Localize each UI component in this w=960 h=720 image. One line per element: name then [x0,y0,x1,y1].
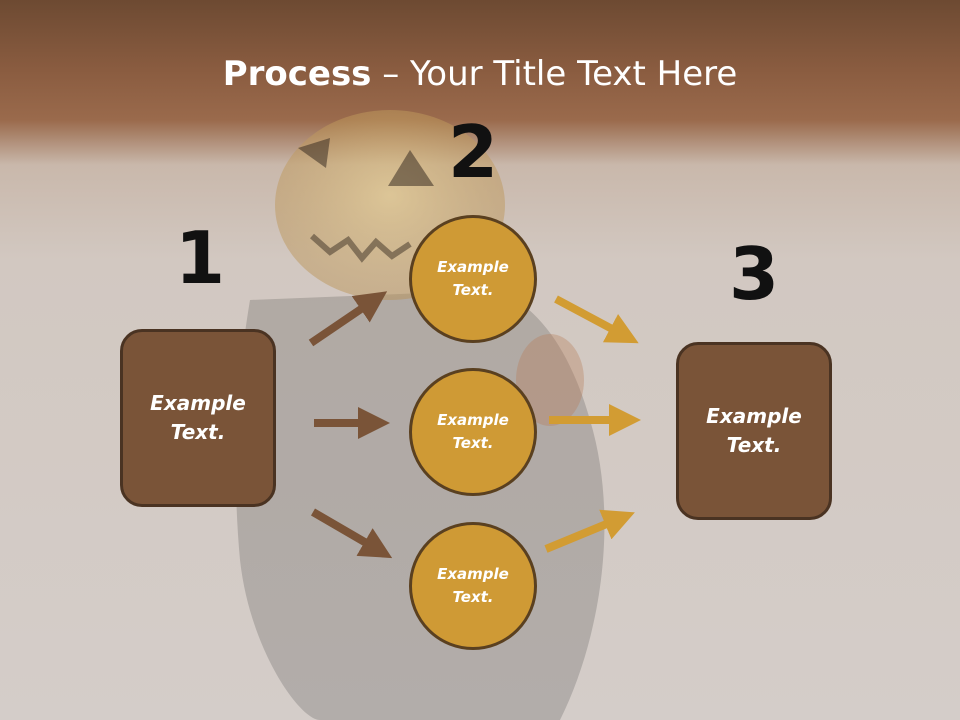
title-rest: – Your Title Text Here [371,54,738,94]
step-number-2: 2 [447,110,499,194]
left-box-line1: Example [150,391,246,415]
title-bold: Process [222,54,372,94]
right-box-line1: Example [706,404,802,428]
circle-middle: Example Text. [409,368,537,496]
circle-bottom-line2: Text. [452,588,494,606]
step-number-3: 3 [728,232,780,316]
circle-top-line2: Text. [452,281,494,299]
circle-top: Example Text. [409,215,537,343]
arrow-left-top [308,291,388,347]
circle-bottom-line1: Example [437,565,509,583]
step-number-1: 1 [174,216,226,300]
circle-middle-line2: Text. [452,434,494,452]
right-box-line2: Text. [726,433,782,457]
left-box-line2: Text. [170,420,226,444]
circle-middle-line1: Example [437,411,509,429]
circle-bottom: Example Text. [409,522,537,650]
slide-title: Process – Your Title Text Here [0,52,960,96]
arrow-left-bottom [310,508,393,559]
arrow-right-top [554,295,639,344]
left-box: Example Text. [120,329,276,507]
circle-top-line1: Example [437,258,509,276]
arrow-right-bottom [544,509,635,553]
right-box: Example Text. [676,342,832,520]
